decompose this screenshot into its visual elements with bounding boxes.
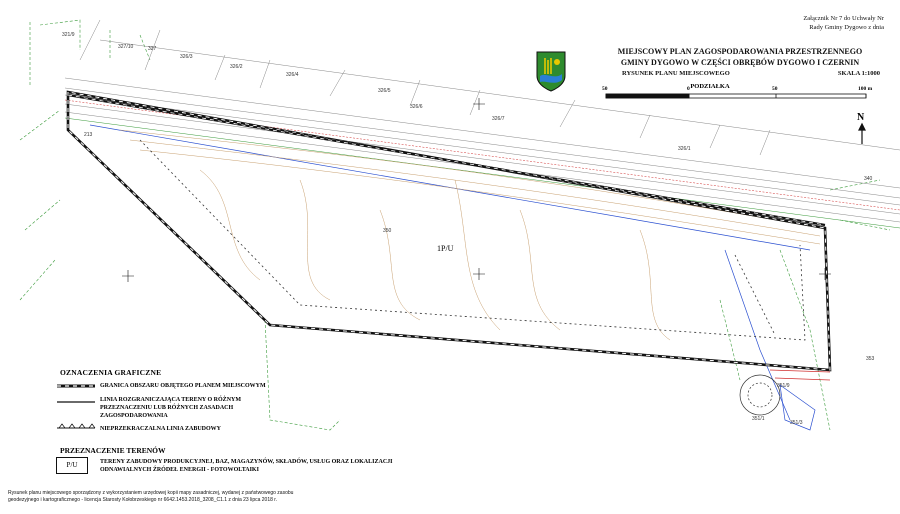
parcel-number: 327/10	[118, 44, 134, 50]
plan-title: MIEJSCOWY PLAN ZAGOSPODAROWANIA PRZESTRZ…	[590, 46, 890, 68]
parcel-number: 326/1	[678, 146, 691, 152]
annex-line-1: Załącznik Nr 7 do Uchwały Nr	[803, 15, 884, 22]
legend-item-building-line: NIEPRZEKRACZALNA LINIA ZABUDOWY	[100, 425, 221, 433]
parcel-number: 351/1	[752, 416, 765, 422]
legend-symbols	[57, 384, 96, 429]
parcel-number: 213	[84, 132, 93, 138]
plan-title-line-1: MIEJSCOWY PLAN ZAGOSPODAROWANIA PRZESTRZ…	[617, 47, 863, 56]
scale-tick-label: 50	[602, 86, 608, 92]
legend-item-label: LINIA ROZGRANICZAJĄCA TERENY O RÓŻNYM PR…	[100, 397, 242, 419]
parcel-number: 353	[866, 356, 875, 362]
legend-item-plan-boundary: GRANICA OBSZARU OBJĘTEGO PLANEM MIEJSCOW…	[100, 382, 266, 390]
parcel-number: 351/3	[790, 420, 803, 426]
zoning-heading: PRZEZNACZENIE TERENÓW	[60, 446, 166, 455]
building-line	[139, 139, 806, 341]
scale-bar-title: PODZIAŁKA	[690, 83, 730, 90]
vegetation-lines	[19, 19, 891, 431]
parcel-number: 326/7	[492, 116, 505, 122]
parcel-number: 351/9	[777, 383, 790, 389]
scale-bar	[605, 93, 867, 99]
drawing-name: RYSUNEK PLANU MIEJSCOWEGO	[622, 70, 730, 77]
footnote-line-1: Rysunek planu miejscowego sporządzony z …	[8, 490, 294, 496]
substation	[739, 369, 831, 431]
north-label: N	[857, 112, 865, 123]
grid-crosses	[122, 98, 831, 282]
drawing-subtitle: RYSUNEK PLANU MIEJSCOWEGO SKALA 1:1000	[600, 70, 880, 77]
footnote: Rysunek planu miejscowego sporządzony z …	[8, 490, 528, 504]
annex-note: Załącznik Nr 7 do Uchwały Nr Rady Gminy …	[803, 14, 884, 32]
drawing-scale: SKALA 1:1000	[837, 70, 880, 77]
north-arrow-icon	[858, 122, 866, 144]
zone-label: 1P/U	[437, 244, 454, 253]
road-band	[64, 19, 900, 223]
scale-tick-label: 100 m	[858, 86, 873, 92]
parcel-number: 326/3	[180, 54, 193, 60]
legend-heading: OZNACZENIA GRAFICZNE	[60, 368, 162, 377]
coat-of-arms-icon	[536, 51, 566, 92]
scale-tick-label: 0	[687, 86, 690, 92]
plan-title-line-2: GMINY DYGOWO W CZĘŚCI OBRĘBÓW DYGOWO I C…	[620, 58, 860, 67]
parcel-number: 326/6	[410, 104, 423, 110]
annex-line-2: Rady Gminy Dygowo z dnia	[809, 24, 884, 31]
legend-item-label: NIEPRZEKRACZALNA LINIA ZABUDOWY	[100, 426, 222, 432]
zoning-description: TERENY ZABUDOWY PRODUKCYJNEJ, BAZ, MAGAZ…	[100, 459, 393, 473]
plan-boundary	[66, 90, 832, 372]
parcel-number: 327	[148, 46, 157, 52]
scale-tick-label: 50	[772, 86, 778, 92]
contour-lines	[119, 129, 821, 341]
legend-item-label: GRANICA OBSZARU OBJĘTEGO PLANEM MIEJSCOW…	[100, 383, 266, 389]
legend-item-demarcation-line: LINIA ROZGRANICZAJĄCA TERENY O RÓŻNYM PR…	[100, 396, 290, 420]
footnote-line-2: geodezyjnego i kartograficznego - licenc…	[8, 497, 278, 503]
parcel-number: 321/9	[62, 32, 75, 38]
zoning-symbol: P/U	[56, 457, 88, 474]
parcel-number: 340	[864, 176, 873, 182]
parcel-number: 326/4	[286, 72, 299, 78]
parcel-number: 350	[383, 228, 392, 234]
parcel-number: 326/5	[378, 88, 391, 94]
parcel-number: 326/2	[230, 64, 243, 70]
